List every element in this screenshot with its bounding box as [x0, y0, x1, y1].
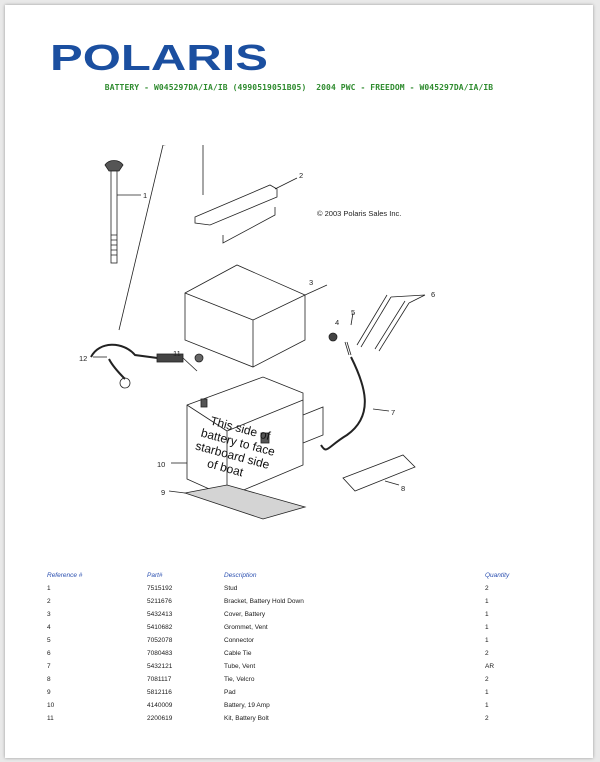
callout-4: 4 — [335, 318, 339, 327]
callout-1: 1 — [143, 191, 147, 200]
table-row: 2 5211676 Bracket, Battery Hold Down 1 — [47, 595, 547, 608]
row-ref: 10 — [47, 702, 55, 709]
parts-table: Reference # Part# Description Quantity 1… — [47, 568, 547, 725]
table-row: 4 5410682 Grommet, Vent 1 — [47, 621, 547, 634]
row-desc: Tie, Velcro — [224, 676, 255, 683]
header-description: Description — [224, 571, 257, 579]
row-qty: 2 — [485, 715, 489, 722]
table-row: 1 7515192 Stud 2 — [47, 582, 547, 595]
row-desc: Grommet, Vent — [224, 624, 268, 631]
table-row: 3 5432413 Cover, Battery 1 — [47, 608, 547, 621]
battery-part: This side of battery to face starboard s… — [171, 376, 324, 498]
row-part: 4140009 — [147, 702, 173, 709]
row-desc: Stud — [224, 585, 238, 592]
table-row: 11 2200619 Kit, Battery Bolt 2 — [47, 712, 547, 725]
row-desc: Battery, 19 Amp — [224, 702, 270, 709]
row-qty: 1 — [485, 624, 489, 631]
row-part: 7052078 — [147, 637, 173, 644]
row-desc: Tube, Vent — [224, 663, 256, 670]
row-qty: 2 — [485, 650, 489, 657]
table-row: 5 7052078 Connector 1 — [47, 634, 547, 647]
callout-3: 3 — [309, 278, 313, 287]
battery-cable — [90, 343, 198, 389]
catalog-page: POLARIS BATTERY - W045297DA/IA/IB (49905… — [5, 5, 593, 758]
table-header-row: Reference # Part# Description Quantity — [47, 568, 547, 582]
row-qty: 1 — [485, 689, 489, 696]
table-row: 6 7080483 Cable Tie 2 — [47, 647, 547, 660]
table-row: 10 4140009 Battery, 19 Amp 1 — [47, 699, 547, 712]
cover-part — [184, 264, 328, 368]
copyright-text: © 2003 Polaris Sales Inc. — [317, 209, 401, 218]
callout-10: 10 — [157, 460, 165, 469]
row-qty: 1 — [485, 637, 489, 644]
row-ref: 3 — [47, 611, 51, 618]
row-part: 7515192 — [147, 585, 173, 592]
callout-12: 12 — [79, 354, 87, 363]
pad-part — [183, 484, 307, 520]
grommet-connector — [328, 312, 354, 356]
row-desc: Bracket, Battery Hold Down — [224, 598, 304, 605]
polaris-logo: POLARIS — [50, 41, 268, 75]
row-ref: 6 — [47, 650, 51, 657]
row-ref: 11 — [47, 715, 54, 722]
row-ref: 2 — [47, 598, 51, 605]
callout-5: 5 — [351, 308, 355, 317]
row-part: 7081117 — [147, 676, 172, 683]
bracket-part — [194, 177, 298, 244]
exploded-parts-diagram: © 2003 Polaris Sales Inc. — [79, 145, 435, 520]
panel-outline — [118, 145, 204, 331]
vent-tube — [320, 356, 366, 451]
callout-2: 2 — [299, 171, 303, 180]
callout-7: 7 — [391, 408, 395, 417]
row-ref: 4 — [47, 624, 51, 631]
row-desc: Kit, Battery Bolt — [224, 715, 269, 722]
row-qty: AR — [485, 663, 495, 670]
row-ref: 8 — [47, 676, 51, 683]
row-part: 5432413 — [147, 611, 173, 618]
row-part: 5211676 — [147, 598, 172, 605]
table-row: 8 7081117 Tie, Velcro 2 — [47, 673, 547, 686]
header-quantity: Quantity — [485, 571, 510, 579]
cable-ties — [356, 294, 426, 352]
row-part: 5410682 — [147, 624, 173, 631]
row-part: 5432121 — [147, 663, 173, 670]
callout-8: 8 — [401, 484, 405, 493]
logo-text: POLARIS — [50, 41, 268, 75]
velcro-tie — [342, 454, 416, 492]
row-part: 7080483 — [147, 650, 173, 657]
row-qty: 1 — [485, 598, 489, 605]
row-desc: Pad — [224, 689, 236, 696]
row-desc: Connector — [224, 637, 254, 644]
callout-9: 9 — [161, 488, 165, 497]
header-reference: Reference # — [47, 571, 83, 579]
table-row: 9 5812116 Pad 1 — [47, 686, 547, 699]
row-ref: 7 — [47, 663, 51, 670]
callout-6: 6 — [431, 290, 435, 299]
row-ref: 5 — [47, 637, 51, 644]
table-row: 7 5432121 Tube, Vent AR — [47, 660, 547, 673]
row-ref: 9 — [47, 689, 51, 696]
row-qty: 1 — [485, 611, 489, 618]
row-part: 2200619 — [147, 715, 173, 722]
page-subtitle: BATTERY - W045297DA/IA/IB (4990519051B05… — [104, 83, 494, 92]
stud-part — [104, 160, 141, 264]
row-desc: Cover, Battery — [224, 611, 266, 618]
row-ref: 1 — [47, 585, 51, 592]
row-qty: 1 — [485, 702, 489, 709]
row-part: 5812116 — [147, 689, 172, 696]
row-qty: 2 — [485, 585, 489, 592]
row-qty: 2 — [485, 676, 489, 683]
callout-11: 11 — [173, 349, 181, 358]
header-part: Part# — [147, 571, 163, 579]
row-desc: Cable Tie — [224, 650, 252, 657]
